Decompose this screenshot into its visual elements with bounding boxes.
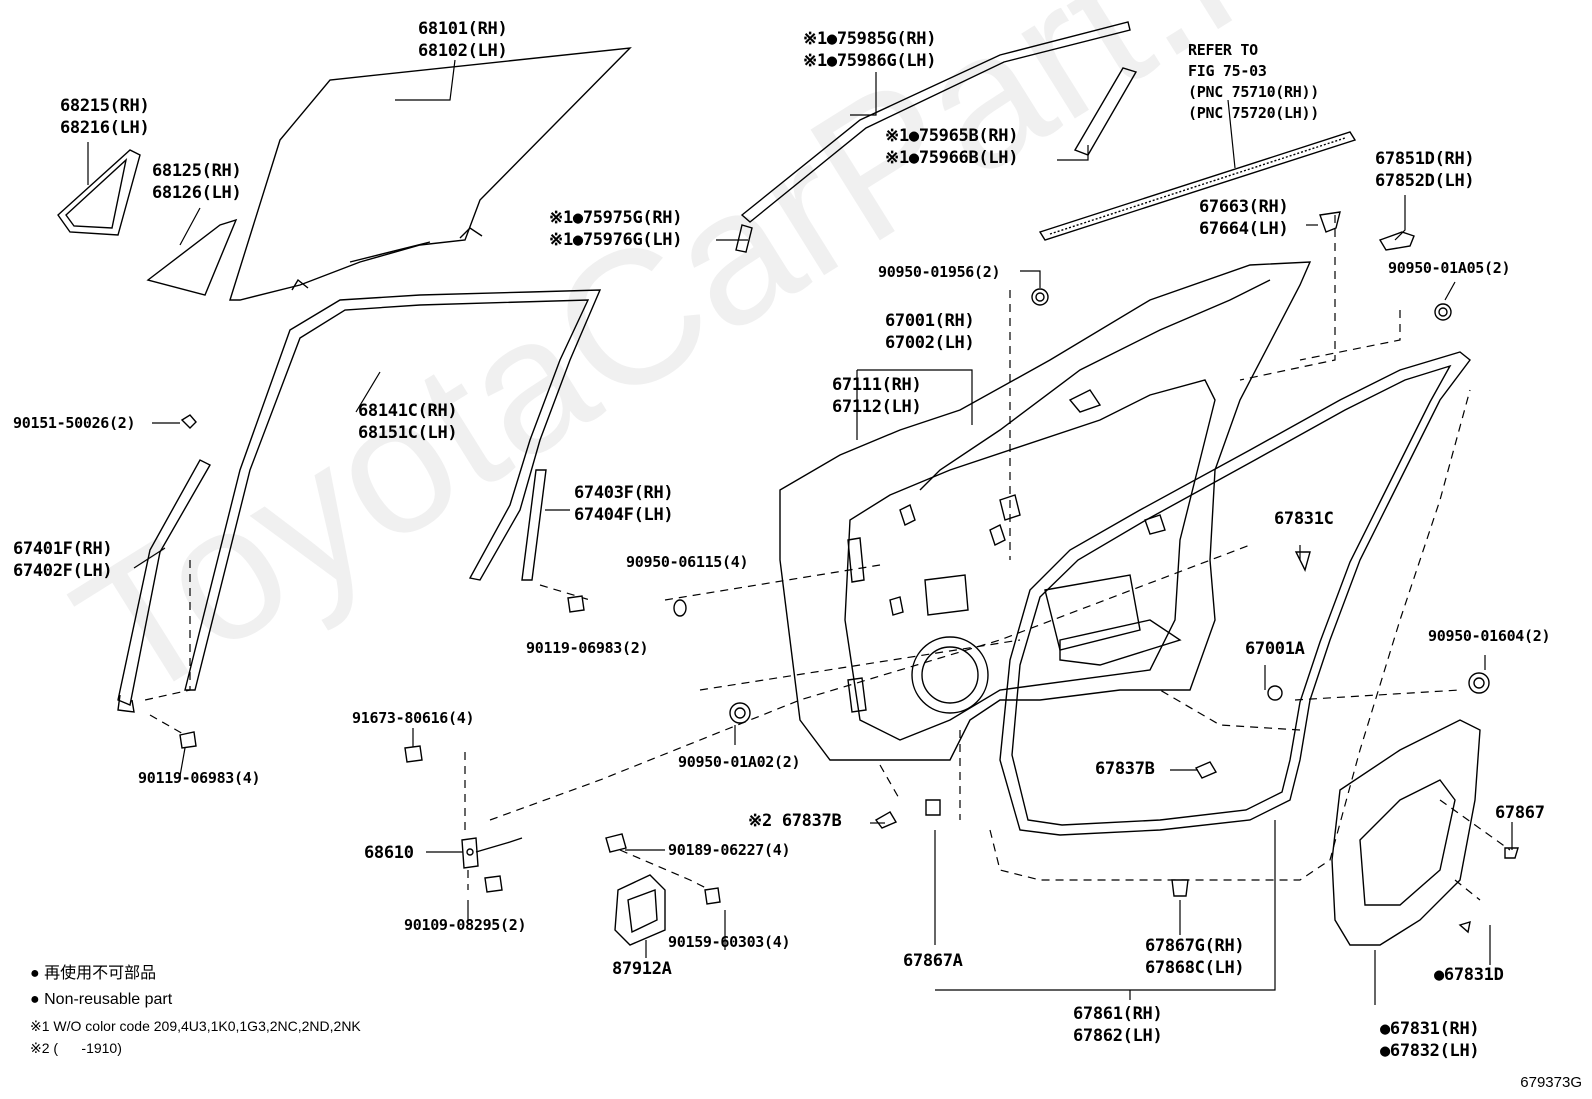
label-68610: 68610 [364, 843, 414, 863]
label-67831: ●67831(RH)●67832(LH) [1380, 1019, 1480, 1061]
label-90151-50026: 90151-50026(2) [13, 414, 136, 432]
label-68215: 68215(RH)68216(LH) [60, 96, 150, 138]
vent-glass-68125 [146, 218, 238, 296]
label-67401f: 67401F(RH)67402F(LH) [13, 539, 113, 581]
bracket-67851d [1378, 231, 1415, 251]
service-cover-67831 [1331, 719, 1481, 946]
label-67111: 67111(RH)67112(LH) [832, 375, 922, 417]
label-90109-08295: 90109-08295(2) [404, 916, 527, 934]
sash-67401f [117, 459, 211, 713]
label-68125: 68125(RH)68126(LH) [152, 161, 242, 203]
legend-en: ● Non-reusable part [30, 991, 173, 1008]
label-67663: 67663(RH)67664(LH) [1199, 197, 1289, 239]
dashed-guides [144, 215, 1511, 901]
label-67403f: 67403F(RH)67404F(LH) [574, 483, 674, 525]
label-67837b: 67837B [1095, 759, 1155, 779]
label-68101: 68101(RH)68102(LH) [418, 19, 508, 61]
label-67851d: 67851D(RH)67852D(LH) [1375, 149, 1475, 191]
moulding-75965 [1073, 67, 1138, 156]
clips [874, 551, 1519, 934]
label-75965: ※1●75965B(RH)※1●75966B(LH) [885, 126, 1019, 168]
label-90950-01604: 90950-01604(2) [1428, 627, 1551, 645]
label-90119-06983-2: 90119-06983(2) [526, 639, 649, 657]
label-67837b-2: ※2 67837B [748, 811, 842, 831]
label-91673-80616: 91673-80616(4) [352, 709, 475, 727]
label-67867a: 67867A [903, 951, 963, 971]
legend-note-2: ※2 ( -1910) [30, 1040, 122, 1056]
label-67001: 67001(RH)67002(LH) [885, 311, 975, 353]
label-90950-06115: 90950-06115(4) [626, 553, 749, 571]
weatherstrip-67861 [989, 351, 1471, 881]
grommets [673, 288, 1490, 724]
door-check-68610 [461, 837, 523, 869]
label-67831d: ●67831D [1434, 965, 1504, 985]
legend-note-1: ※1 W/O color code 209,4U3,1K0,1G3,2NC,2N… [30, 1018, 361, 1034]
label-90119-06983-4: 90119-06983(4) [138, 769, 261, 787]
run-channel-68141c [184, 289, 602, 691]
label-90159-60303: 90159-60303(4) [668, 933, 791, 951]
label-67001a: 67001A [1245, 639, 1305, 659]
label-87912a: 87912A [612, 959, 672, 979]
cover-67663 [1319, 211, 1341, 233]
weatherstrip-belt [1038, 131, 1357, 241]
label-67861: 67861(RH)67862(LH) [1073, 1004, 1163, 1046]
label-75975: ※1●75975G(RH)※1●75976G(LH) [549, 208, 683, 250]
figure-code: 679373G [1520, 1074, 1582, 1091]
door-glass-68101 [229, 47, 632, 301]
label-67831c: 67831C [1274, 509, 1334, 529]
label-90950-01a02: 90950-01A02(2) [678, 753, 801, 771]
legend-jp: ● 再使用不可部品 [30, 965, 157, 982]
label-67867g: 67867G(RH)67868C(LH) [1145, 936, 1245, 978]
door-panel-67001 [779, 261, 1312, 761]
bracket-87912a [614, 874, 666, 946]
sash-67403f [521, 469, 547, 581]
label-90950-01a05: 90950-01A05(2) [1388, 259, 1511, 277]
label-90189-06227: 90189-06227(4) [668, 841, 791, 859]
moulding-75985 [740, 21, 1131, 223]
quarter-glass-68215 [57, 149, 141, 236]
label-68141c: 68141C(RH)68151C(LH) [358, 401, 458, 443]
leader-lines [87, 59, 1513, 1005]
bolts [179, 595, 1189, 905]
moulding-75975 [735, 224, 753, 253]
bolt-90151 [180, 414, 197, 429]
label-75985: ※1●75985G(RH)※1●75986G(LH) [803, 29, 937, 71]
label-67867: 67867 [1495, 803, 1545, 823]
label-90950-01956: 90950-01956(2) [878, 263, 1001, 281]
